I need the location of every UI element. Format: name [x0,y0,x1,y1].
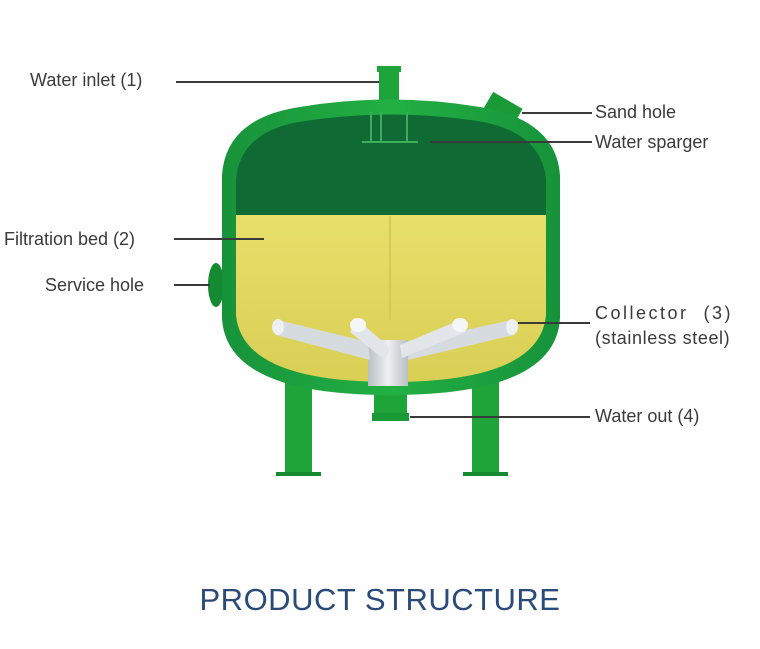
label-service-hole: Service hole [45,275,145,295]
leader-water-out [410,416,590,418]
label-water-inlet: Water inlet (1) [30,70,143,90]
leader-sand-hole [522,112,592,114]
label-water-out: Water out (4) [595,406,700,426]
label-filtration-bed: Filtration bed (2) [4,229,136,249]
label-collector-material: (stainless steel) [595,328,731,348]
label-water-sparger: Water sparger [595,132,709,152]
water-inlet-nozzle [377,66,401,104]
headspace [236,114,546,215]
leader-service-hole [174,284,210,286]
label-collector: Collector (3) [595,303,734,323]
diagram-title: PRODUCT STRUCTURE [199,582,561,617]
water-sparger [362,112,418,143]
leader-filtration-bed [174,238,264,240]
collector-pipes [272,318,518,386]
service-hole-hatch [208,263,224,307]
leader-water-sparger [430,141,592,143]
leader-collector [518,322,590,324]
label-sand-hole: Sand hole [595,102,677,122]
leader-water-inlet [176,81,379,83]
